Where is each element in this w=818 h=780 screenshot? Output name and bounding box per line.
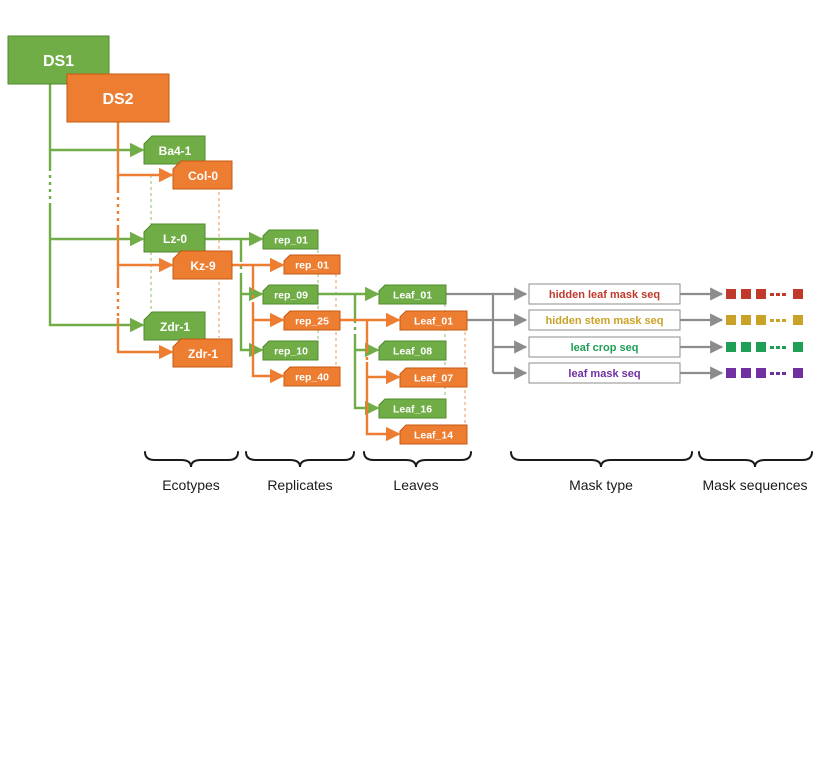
ecotype-node-kz-9: Kz-9 <box>172 250 233 280</box>
leaf-label: Leaf_01 <box>414 316 453 328</box>
leaf-node-leaf-07-orange: Leaf_07 <box>399 367 468 388</box>
brace-ecotypes <box>144 451 239 468</box>
leaf-node-leaf-01-orange: Leaf_01 <box>399 310 468 331</box>
mask-type-label: hidden leaf mask seq <box>549 289 660 301</box>
ecotype-label: Lz-0 <box>163 232 187 246</box>
mask-type-leaf-mask: leaf mask seq <box>528 362 681 384</box>
replicate-node-rep-10-green: rep_10 <box>262 340 319 361</box>
brace-leaves <box>363 451 472 468</box>
ecotype-node-zdr-1-orange: Zdr-1 <box>172 338 233 368</box>
replicate-node-rep-09-green: rep_09 <box>262 284 319 305</box>
category-braces <box>144 451 813 468</box>
brace-replicates <box>245 451 355 468</box>
leaf-label: Leaf_07 <box>414 373 453 385</box>
brace-mask-type <box>510 451 693 468</box>
category-label-leaves: Leaves <box>393 477 438 493</box>
ds1-label: DS1 <box>43 53 74 70</box>
leaf-label: Leaf_01 <box>393 290 432 302</box>
leaf-label: Leaf_16 <box>393 404 432 416</box>
replicate-node-rep-40-orange: rep_40 <box>283 366 341 387</box>
leaf-node-leaf-01-green: Leaf_01 <box>378 284 447 305</box>
replicate-node-rep-25-orange: rep_25 <box>283 310 341 331</box>
ecotype-node-zdr-1-green: Zdr-1 <box>143 311 206 341</box>
replicate-label: rep_09 <box>274 290 308 302</box>
brace-mask-sequences <box>698 451 813 468</box>
ecotype-label: Col-0 <box>188 169 218 183</box>
ecotype-label: Ba4-1 <box>159 144 192 158</box>
mask-sequence-leaf-mask <box>726 368 803 378</box>
ecotype-label: Zdr-1 <box>160 320 190 334</box>
ecotype-node-col-0: Col-0 <box>172 160 233 190</box>
ecotype-node-lz-0: Lz-0 <box>143 223 206 253</box>
category-label-ecotypes: Ecotypes <box>162 477 220 493</box>
mask-sequence-hidden-leaf <box>726 289 803 299</box>
replicate-label: rep_40 <box>295 372 329 384</box>
leaf-node-leaf-16-green: Leaf_16 <box>378 398 447 419</box>
leaf-label: Leaf_14 <box>414 430 453 442</box>
leaf-node-leaf-14-orange: Leaf_14 <box>399 424 468 445</box>
gray-connectors <box>446 287 724 380</box>
leaf-label: Leaf_08 <box>393 346 432 358</box>
ecotype-label: Kz-9 <box>190 259 216 273</box>
mask-type-hidden-leaf: hidden leaf mask seq <box>528 283 681 305</box>
mask-type-hidden-stem: hidden stem mask seq <box>528 309 681 331</box>
mask-type-label: hidden stem mask seq <box>546 315 664 327</box>
replicate-node-rep-01-orange: rep_01 <box>283 254 341 275</box>
leaf-node-leaf-08-green: Leaf_08 <box>378 340 447 361</box>
ds2-label: DS2 <box>102 91 133 108</box>
mask-type-label: leaf mask seq <box>568 368 640 380</box>
replicate-node-rep-01-green: rep_01 <box>262 229 319 250</box>
ecotype-node-ba4-1: Ba4-1 <box>143 135 206 165</box>
replicate-label: rep_10 <box>274 346 308 358</box>
mask-type-label: leaf crop seq <box>571 342 639 354</box>
mask-type-leaf-crop: leaf crop seq <box>528 336 681 358</box>
replicate-label: rep_01 <box>274 235 308 247</box>
mask-sequence-hidden-stem <box>726 315 803 325</box>
category-label-mask-type: Mask type <box>569 477 633 493</box>
ecotype-label: Zdr-1 <box>188 347 218 361</box>
category-label-replicates: Replicates <box>267 477 332 493</box>
category-label-mask-sequences: Mask sequences <box>702 477 807 493</box>
dataset-ds2: DS2 <box>66 73 170 123</box>
mask-sequence-leaf-crop <box>726 342 803 352</box>
replicate-label: rep_25 <box>295 316 329 328</box>
orange-connectors <box>116 122 401 442</box>
replicate-label: rep_01 <box>295 260 329 272</box>
